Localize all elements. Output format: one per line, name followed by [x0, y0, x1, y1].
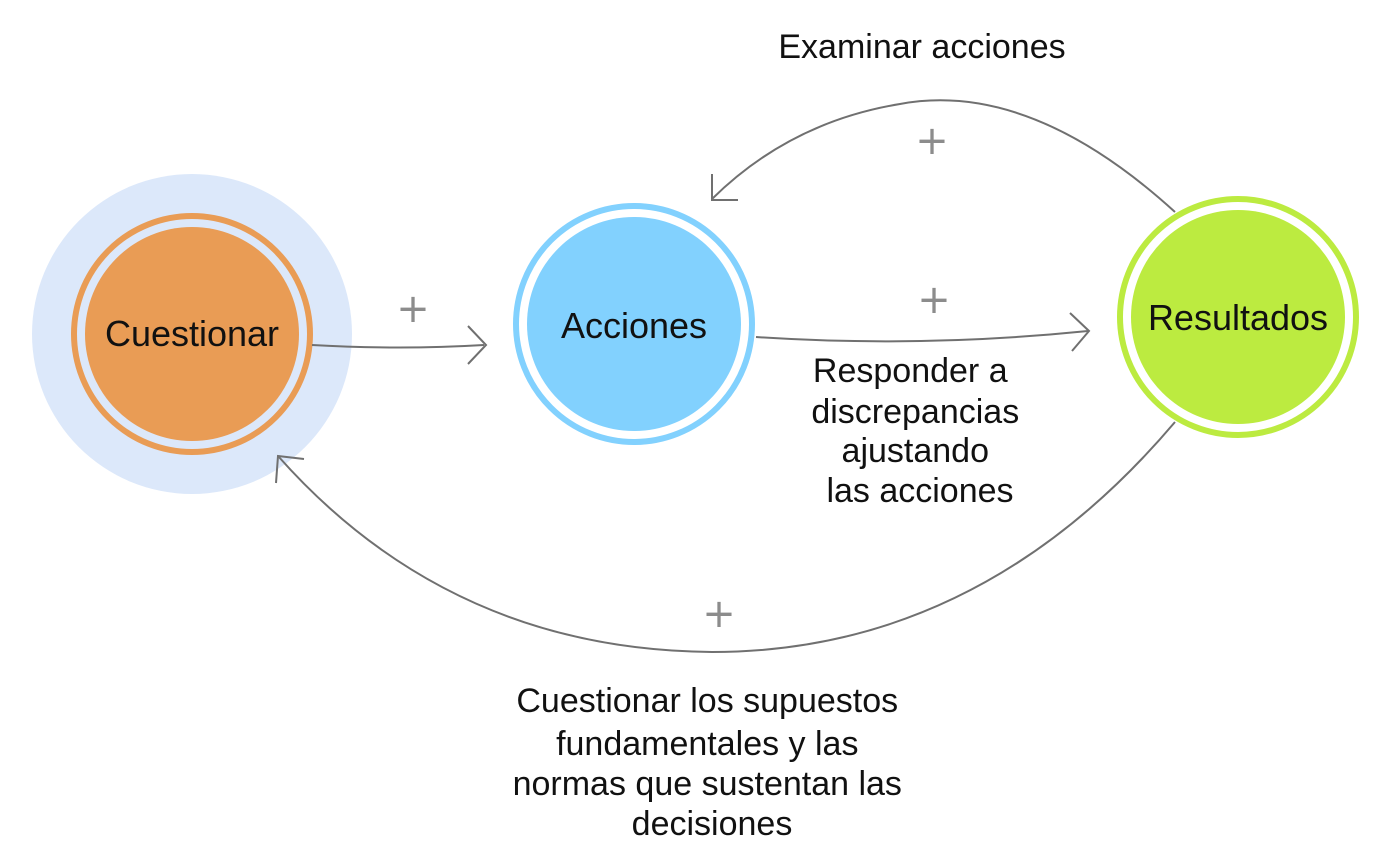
- edge-resultados-acciones: [711, 99, 1176, 213]
- node-cuestionar: Cuestionar: [71, 213, 313, 455]
- caption-middle-line: ajustando: [842, 432, 989, 470]
- sign-acciones-resultados: +: [917, 277, 951, 323]
- acciones-label: Acciones: [561, 305, 707, 346]
- caption-bottom-line: Cuestionar los supuestos: [516, 682, 898, 720]
- acciones-circle: [527, 217, 741, 431]
- sign-resultados-acciones: +: [915, 118, 949, 164]
- caption-responder: Responder a discrepancias ajustando las …: [811, 352, 1028, 510]
- edge-cuestionar-acciones: [311, 344, 485, 349]
- arrowhead-resultados-acciones: [711, 174, 738, 201]
- caption-middle-line: discrepancias: [811, 393, 1019, 431]
- edge-resultados-cuestionar: [277, 421, 1176, 654]
- acciones-ring: [513, 203, 755, 445]
- resultados-ring: [1117, 196, 1359, 438]
- caption-bottom-line: fundamentales y las: [556, 725, 858, 763]
- caption-top-line: Examinar acciones: [778, 28, 1065, 66]
- cuestionar-circle: [85, 227, 299, 441]
- caption-cuestionar-supuestos: Cuestionar los supuestos fundamentales y…: [513, 682, 912, 843]
- node-acciones: Acciones: [513, 203, 755, 445]
- arrowhead-resultados-cuestionar: [275, 454, 305, 484]
- sign-resultados-cuestionar: +: [702, 591, 736, 637]
- cuestionar-ring: [71, 213, 313, 455]
- caption-middle-line: las acciones: [826, 472, 1013, 510]
- sign-cuestionar-acciones: +: [396, 286, 430, 332]
- cuestionar-label: Cuestionar: [105, 313, 279, 354]
- node-resultados: Resultados: [1117, 196, 1359, 438]
- arrowhead-cuestionar-acciones: [467, 325, 488, 365]
- caption-examinar: Examinar acciones: [778, 28, 1065, 66]
- resultados-circle: [1131, 210, 1345, 424]
- caption-bottom-line: decisiones: [632, 805, 793, 843]
- caption-bottom-line: normas que sustentan las: [513, 765, 902, 803]
- edge-acciones-resultados: [755, 330, 1089, 343]
- arrowhead-acciones-resultados: [1069, 312, 1091, 352]
- caption-middle-line: Responder a: [813, 352, 1008, 390]
- resultados-label: Resultados: [1148, 297, 1328, 338]
